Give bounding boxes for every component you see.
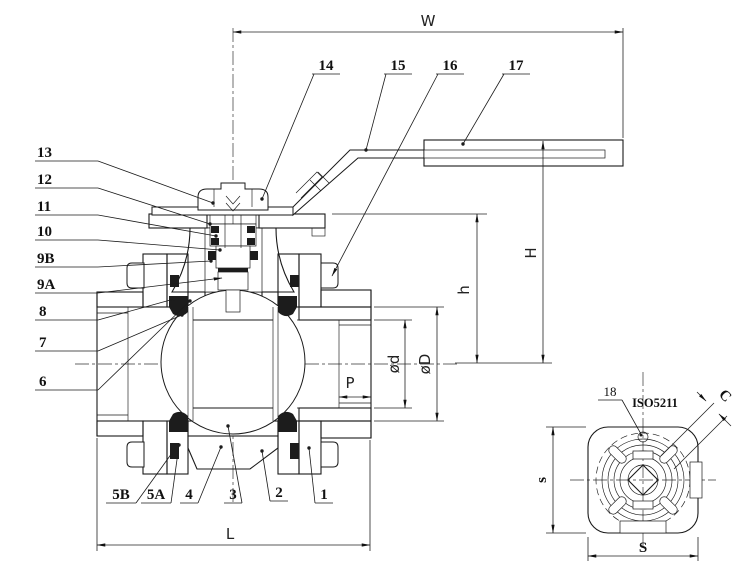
dimensions: W L P ød øD h H s S — [96, 12, 734, 561]
mount-slot — [659, 445, 678, 464]
dim-label-bore: ød — [385, 355, 403, 374]
part-label-18: 18 — [604, 384, 617, 399]
mount-slot — [659, 496, 678, 515]
part-label-1: 1 — [320, 487, 328, 503]
part-label-6: 6 — [39, 374, 47, 390]
part-callouts: 13 12 11 10 9B 9A 8 7 6 14 15 16 17 5B 5… — [35, 58, 643, 504]
dim-label-P: P — [345, 374, 354, 392]
part-label-13: 13 — [37, 145, 52, 161]
part-label-15: 15 — [391, 58, 406, 74]
body-nut-right — [320, 262, 339, 289]
part-label-2: 2 — [275, 485, 283, 501]
part-label-9B: 9B — [37, 251, 55, 267]
dim-label-outer: øD — [416, 354, 434, 375]
dim-label-W: W — [421, 12, 436, 30]
seat-rings — [169, 296, 297, 432]
stem-tang — [225, 289, 241, 313]
mount-slot — [608, 445, 627, 464]
part-label-14: 14 — [319, 58, 335, 74]
iso-pad-right — [258, 213, 326, 229]
part-label-5A: 5A — [147, 487, 166, 503]
part-label-12: 12 — [37, 172, 52, 188]
part-label-17: 17 — [509, 58, 525, 74]
spring-washers — [225, 195, 241, 212]
part-label-5B: 5B — [112, 487, 130, 503]
part-label-7: 7 — [39, 335, 47, 351]
part-label-3: 3 — [229, 487, 237, 503]
joint-seals — [170, 275, 299, 459]
handle-lock-tab — [295, 171, 323, 199]
part-label-8: 8 — [39, 304, 47, 320]
dim-label-H: H — [522, 247, 540, 258]
part-label-9A: 9A — [37, 277, 56, 293]
stem-nut — [197, 182, 269, 211]
lock-pin-hole — [637, 431, 649, 443]
ball — [160, 289, 306, 435]
dim-label-s: s — [534, 477, 550, 483]
stem-square-drive — [627, 464, 659, 496]
part-label-16: 16 — [443, 58, 459, 74]
handle — [151, 139, 624, 217]
body-bottom-boss — [187, 435, 279, 470]
iso5211-flange-top-view — [570, 372, 716, 548]
dim-label-S: S — [639, 540, 647, 556]
dim-label-L: L — [226, 525, 235, 543]
part-label-4: 4 — [185, 487, 193, 503]
body-bolts — [126, 262, 339, 468]
stem-assembly — [208, 210, 258, 313]
mount-slot — [608, 496, 627, 515]
iso5211-label: ISO5211 — [632, 396, 678, 410]
main-section-view — [75, 28, 624, 503]
part-label-10: 10 — [37, 224, 52, 240]
dim-label-C: C — [715, 387, 734, 406]
dim-label-h: h — [455, 285, 473, 295]
part-label-11: 11 — [37, 199, 51, 215]
